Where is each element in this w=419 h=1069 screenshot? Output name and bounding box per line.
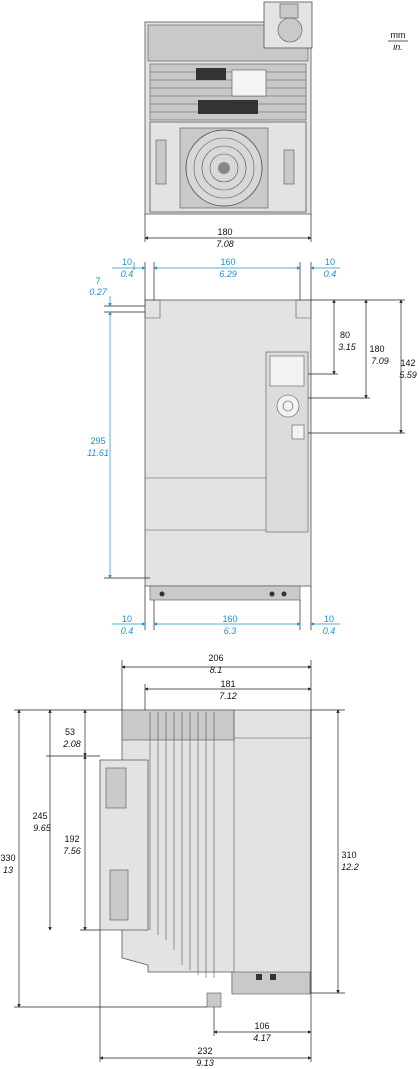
keypad-top-mm: 80 [340,330,350,340]
hole-height-mm: 295 [90,436,105,446]
front-top-left-mm: 10 [122,257,132,267]
side-top-offset-mm: 53 [65,727,75,737]
unit-in: in. [393,42,403,52]
front-top-right-mm: 10 [325,257,335,267]
unit-mm: mm [391,30,406,40]
side-keypad-height-in: 7.56 [63,846,81,856]
front-bottom-left-in: 0.4 [121,626,134,636]
front-view: 10 0.4 160 6.29 10 0.4 7 0.27 295 11.61 … [87,257,417,636]
top-view: 180 7.08 [144,1,313,249]
side-rear-depth-mm: 106 [254,1021,269,1031]
side-total-depth-mm: 232 [197,1046,212,1056]
side-rear-depth-in: 4.17 [253,1033,272,1043]
side-depth-body-in: 7.12 [219,691,237,701]
side-overall-height-mm: 330 [0,853,15,863]
hole-height-in: 11.61 [87,448,109,458]
side-keypad-height-mm: 192 [64,834,79,844]
front-top-spacing-in: 6.29 [219,269,237,279]
side-overall-height-in: 13 [3,865,13,875]
side-depth-total-in: 8.1 [210,665,223,675]
front-bottom-right-mm: 10 [324,614,334,624]
front-top-left-in: 0.4 [121,269,134,279]
keypad-top-in: 3.15 [338,342,357,352]
keypad-mid-in: 7.09 [371,356,389,366]
front-bottom-spacing-mm: 160 [222,614,237,624]
keypad-bottom-in: 5.59 [399,370,417,380]
front-top-right-in: 0.4 [324,269,337,279]
side-body-height-mm: 310 [341,850,356,860]
side-depth-total-mm: 206 [208,653,223,663]
side-depth-body-mm: 181 [220,679,235,689]
keypad-mid-mm: 180 [369,344,384,354]
side-total-depth-in: 9.13 [196,1058,214,1068]
hole-offset-in: 0.27 [89,287,108,297]
top-width-in: 7.08 [216,239,234,249]
front-top-spacing-mm: 160 [220,257,235,267]
front-bottom-right-in: 0.4 [323,626,336,636]
hole-offset-mm: 7 [95,276,100,286]
side-mount-height-in: 9.65 [33,823,52,833]
side-top-offset-in: 2.08 [62,739,81,749]
side-view: 206 8.1 181 7.12 53 2.08 245 9.65 192 7.… [0,653,358,1068]
side-mount-height-mm: 245 [32,811,47,821]
side-body-height-in: 12.2 [341,862,359,872]
units-legend: mm in. [388,30,408,52]
top-width-mm: 180 [217,227,232,237]
front-bottom-left-mm: 10 [122,614,132,624]
front-bottom-spacing-in: 6.3 [224,626,237,636]
keypad-bottom-mm: 142 [400,358,415,368]
